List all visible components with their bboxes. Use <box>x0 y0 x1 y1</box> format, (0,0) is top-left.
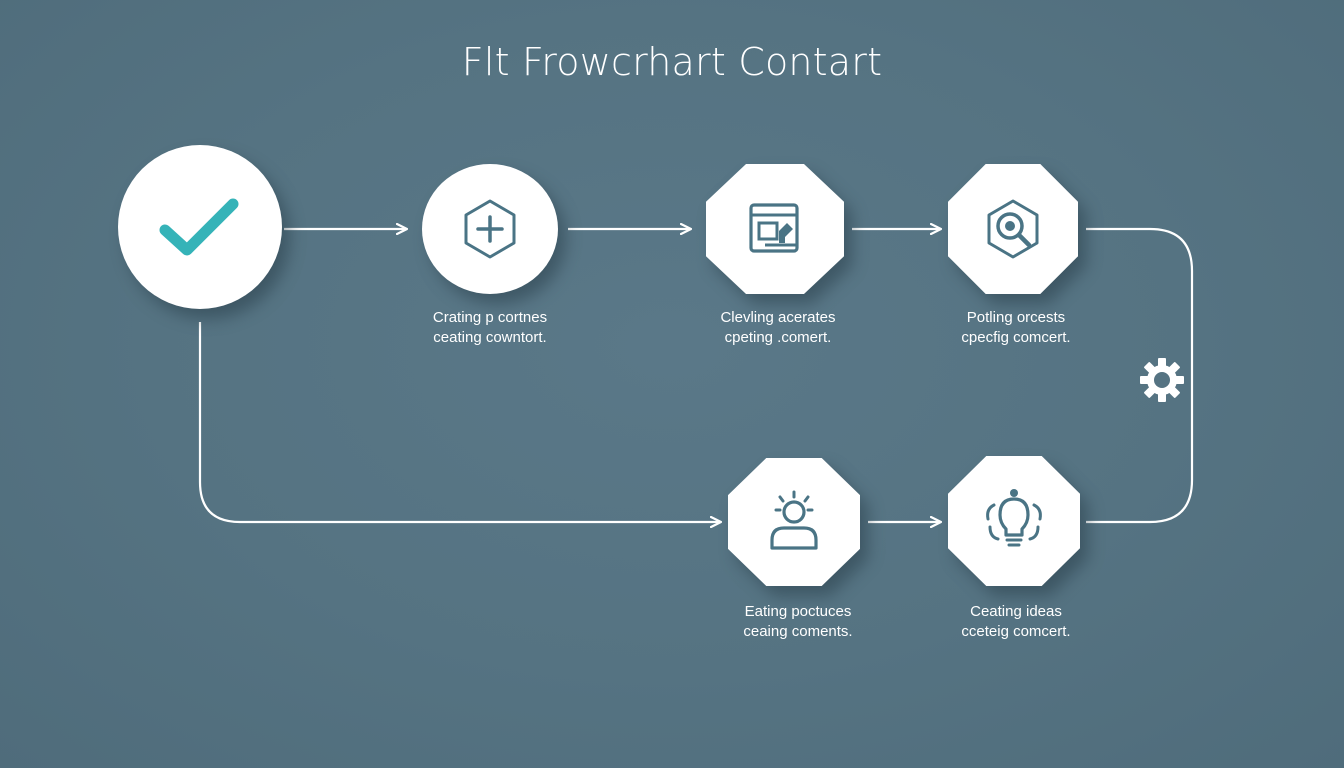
diagram-title: Flt Frowcrhart Contart <box>461 40 883 84</box>
loop-right-connector <box>1086 227 1194 524</box>
gear-icon <box>1140 358 1184 402</box>
plus-hexagon-icon <box>464 199 516 259</box>
step-3-label-line2: cpeting .comert. <box>724 329 832 346</box>
loop-left-connector <box>198 322 720 522</box>
step-6-label-line1: Ceating ideas <box>970 603 1062 620</box>
step-4-label: Potling orcests cpecfig comcert. <box>906 308 1126 348</box>
step-4-node <box>948 164 1078 294</box>
step-5-label-line2: ceaing coments. <box>743 623 853 640</box>
search-hexagon-icon <box>987 199 1039 259</box>
step-5-label: Eating poctuces ceaing coments. <box>688 602 908 642</box>
step-3-node <box>706 164 844 294</box>
user-idea-icon <box>770 490 818 550</box>
step-4-label-line2: cpecfig comcert. <box>961 329 1071 346</box>
step-4-label-line1: Potling orcests <box>966 309 1066 326</box>
step-1-node <box>118 145 282 309</box>
step-6-label: Ceating ideas cceteig comcert. <box>906 602 1126 642</box>
step-6-label-line2: cceteig comcert. <box>961 623 1071 640</box>
step-2-label-line2: ceating cowntort. <box>433 329 547 346</box>
lightbulb-icon <box>986 489 1042 547</box>
step-6-node <box>948 456 1080 586</box>
step-5-label-line1: Eating poctuces <box>744 603 852 620</box>
step-2-label-line1: Crating p cortnes <box>432 309 548 326</box>
step-3-label-line1: Clevling acerates <box>720 309 836 326</box>
step-2-node <box>422 164 558 294</box>
step-5-node <box>728 458 860 586</box>
edit-window-icon <box>749 203 799 253</box>
step-2-label: Crating p cortnes ceating cowntort. <box>380 308 600 348</box>
step-3-label: Clevling acerates cpeting .comert. <box>668 308 888 348</box>
check-icon <box>159 198 239 256</box>
